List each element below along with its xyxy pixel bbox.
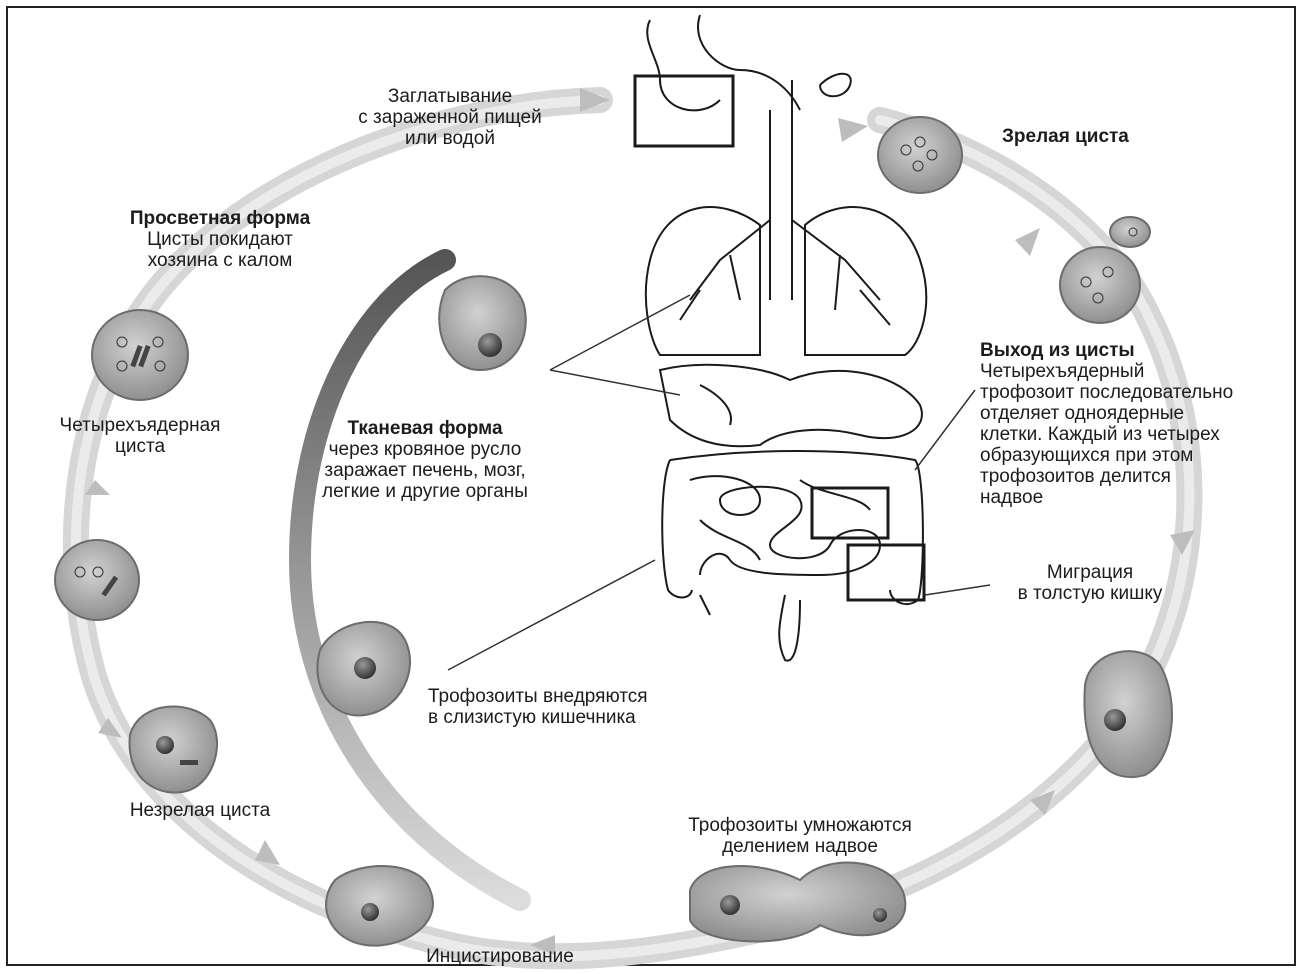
migration-line-1: Миграция — [985, 562, 1195, 583]
label-trophozoites-invade: Трофозоиты внедряются в слизистую кишечн… — [428, 686, 648, 728]
trophozoite-invading — [317, 622, 410, 716]
migration-line-2: в толстую кишку — [985, 583, 1195, 604]
lumen-form-line-2: хозяина с калом — [95, 250, 345, 271]
ingestion-line-1: Заглатывание — [325, 86, 575, 107]
label-excystation: Выход из цисты Четырехъядерный трофозоит… — [980, 340, 1233, 508]
mature-cyst-cell — [878, 117, 962, 193]
label-encystation: Инцистирование — [400, 946, 600, 967]
tissue-form-line-3: легкие и другие органы — [280, 481, 570, 502]
excystation-line-6: трофозоитов делится — [980, 466, 1233, 487]
trophozoite-right — [1084, 651, 1172, 777]
trophozoites-multiply-line-1: Трофозоиты умножаются — [650, 815, 950, 836]
tissue-form-line-1: через кровяное русло — [280, 439, 570, 460]
excystation-line-2: трофозоит последовательно — [980, 382, 1233, 403]
label-tissue-form: Тканевая форма через кровяное русло зара… — [280, 418, 570, 502]
four-nucleus-cyst-line-2: циста — [30, 436, 250, 457]
immature-cyst-text: Незрелая циста — [100, 800, 300, 821]
ingestion-line-2: с зараженной пищей — [325, 107, 575, 128]
excystation-line-4: клетки. Каждый из четырех — [980, 424, 1233, 445]
tissue-form-title: Тканевая форма — [280, 418, 570, 439]
label-trophozoites-multiply: Трофозоиты умножаются делением надвое — [650, 815, 950, 857]
encystation-text: Инцистирование — [400, 946, 600, 967]
label-immature-cyst: Незрелая циста — [100, 800, 300, 821]
label-migration: Миграция в толстую кишку — [985, 562, 1195, 604]
mature-cyst-title: Зрелая циста — [1002, 126, 1129, 147]
excystation-line-5: образующихся при этом — [980, 445, 1233, 466]
label-lumen-form: Просветная форма Цисты покидают хозяина … — [95, 208, 345, 271]
trophozoite-tissue — [439, 276, 526, 370]
trophozoites-multiply-line-2: делением надвое — [650, 836, 950, 857]
excystation-title: Выход из цисты — [980, 340, 1233, 361]
trophozoites-dividing — [690, 863, 905, 942]
four-nucleus-cyst-line-1: Четырехъядерная — [30, 415, 250, 436]
label-four-nucleus-cyst: Четырехъядерная циста — [30, 415, 250, 457]
label-ingestion: Заглатывание с зараженной пищей или водо… — [325, 86, 575, 149]
excystation-line-1: Четырехъядерный — [980, 361, 1233, 382]
trophozoites-invade-line-2: в слизистую кишечника — [428, 707, 648, 728]
ingestion-line-3: или водой — [325, 128, 575, 149]
label-mature-cyst: Зрелая циста — [1002, 126, 1129, 147]
excystation-line-7: надвое — [980, 487, 1233, 508]
immature-cyst-cell — [130, 706, 218, 792]
binucleate-cyst-cell — [55, 540, 139, 620]
excystation-line-3: отделяет одноядерные — [980, 403, 1233, 424]
trophozoites-invade-line-1: Трофозоиты внедряются — [428, 686, 648, 707]
lumen-form-title: Просветная форма — [95, 208, 345, 229]
tissue-form-line-2: заражает печень, мозг, — [280, 460, 570, 481]
lumen-form-line-1: Цисты покидают — [95, 229, 345, 250]
four-nucleus-cyst-cell — [92, 310, 188, 400]
